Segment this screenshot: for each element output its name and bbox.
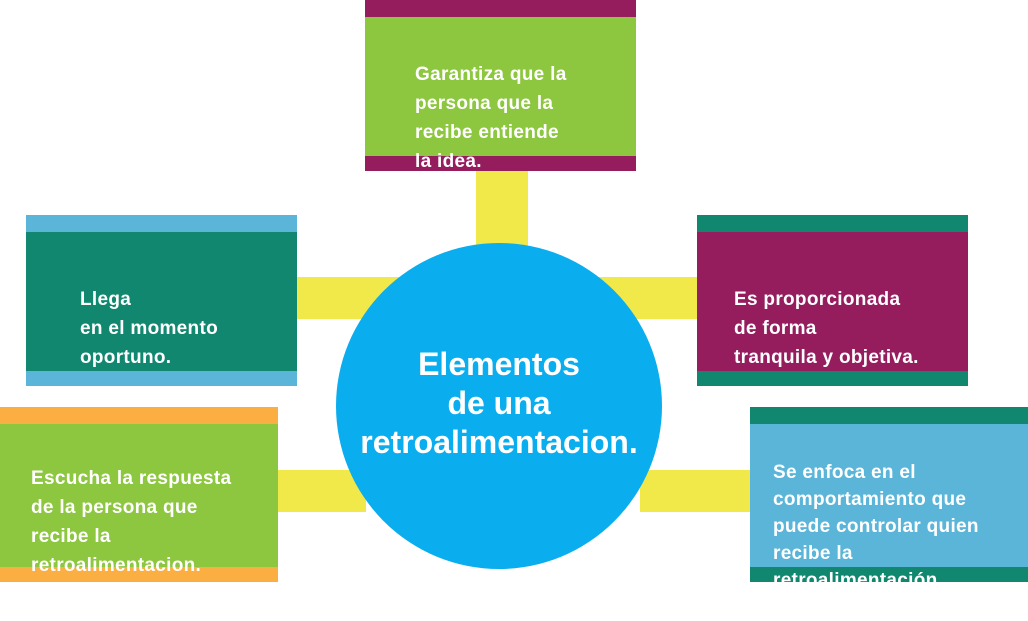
- box-top-text: Garantiza que la persona que la recibe e…: [415, 64, 567, 172]
- connector-bottom-right: [640, 470, 752, 512]
- connector-bottom-left: [276, 470, 366, 512]
- center-circle: Elementos de una retroalimentacion.: [336, 243, 662, 569]
- box-bottom-right-text: Se enfoca en el comportamiento que puede…: [773, 462, 979, 591]
- connector-top: [476, 170, 528, 255]
- center-title: Elementos de una retroalimentacion.: [360, 345, 638, 460]
- box-bottom-left-text: Escucha la respuesta de la persona que r…: [31, 468, 232, 576]
- box-left: Llega en el momento oportuno.: [26, 215, 297, 386]
- box-bottom-right: Se enfoca en el comportamiento que puede…: [750, 407, 1028, 591]
- box-right: Es proporcionada de forma tranquila y ob…: [697, 215, 968, 386]
- box-right-text: Es proporcionada de forma tranquila y ob…: [734, 289, 919, 368]
- box-top: Garantiza que la persona que la recibe e…: [365, 0, 636, 172]
- box-left-text: Llega en el momento oportuno.: [80, 289, 218, 368]
- box-bottom-left: Escucha la respuesta de la persona que r…: [0, 407, 278, 582]
